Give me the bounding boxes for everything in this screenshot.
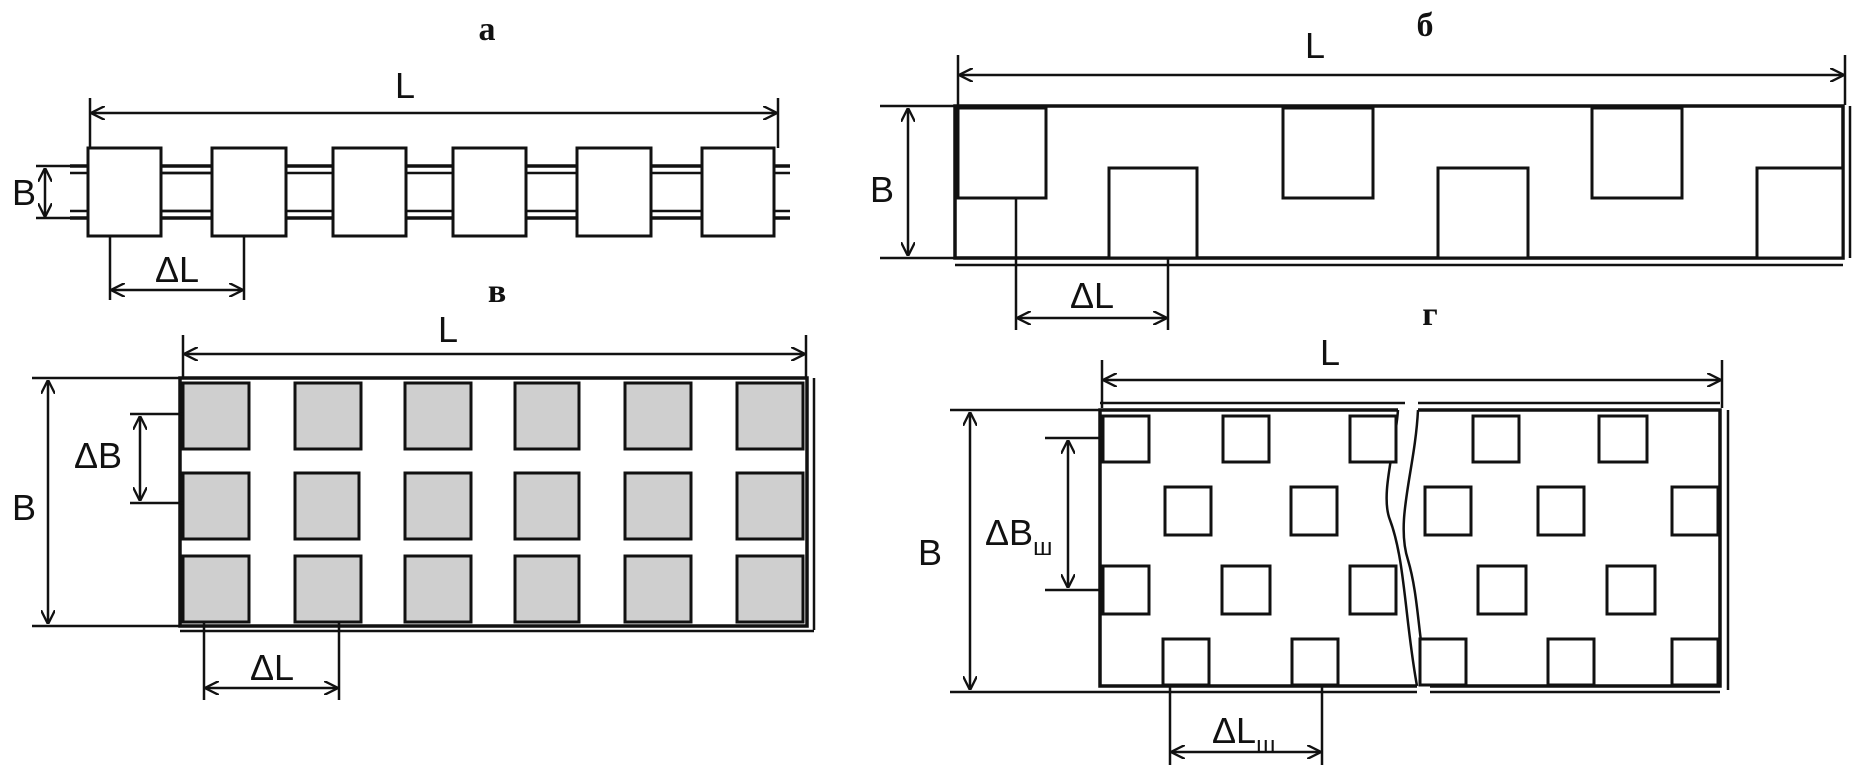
panel-g-pad	[1221, 414, 1271, 464]
panel-g-step-main: ΔL	[1212, 710, 1256, 751]
panel-a-pad	[700, 146, 776, 238]
panel-g-pad	[1546, 637, 1596, 687]
panel-b-step-label: ΔL	[1070, 275, 1114, 316]
panel-g-pad	[1348, 414, 1398, 464]
panel-a-pad	[451, 146, 528, 238]
panel-g-pad	[1348, 564, 1398, 616]
panel-a-pad	[210, 146, 288, 238]
panel-v-strip	[178, 376, 809, 628]
panel-g-pad	[1289, 485, 1339, 537]
panel-a-width-label: B	[12, 172, 36, 213]
panel-b-pad	[1281, 106, 1375, 200]
panel-v-row-step-label: ΔB	[74, 435, 122, 476]
panel-v-pad	[735, 471, 805, 541]
panel-v-pad	[403, 381, 473, 451]
panel-v-pad	[513, 381, 581, 451]
panel-v-pad	[513, 554, 581, 624]
panel-g-pad	[1476, 564, 1528, 616]
panel-a-pad	[575, 146, 653, 238]
panel-v-pad	[735, 381, 805, 451]
panel-g-width-label: B	[918, 532, 942, 573]
panel-b-pad	[1436, 166, 1530, 260]
panel-v: в L	[12, 273, 816, 700]
panel-v-pad	[735, 554, 805, 624]
panel-v-pad	[623, 381, 693, 451]
panel-b-strip	[953, 104, 1845, 260]
panel-v-length-label: L	[438, 309, 458, 350]
panel-g-row-step-main: ΔB	[985, 512, 1033, 553]
panel-g-pad	[1423, 485, 1473, 537]
panel-v-pad	[181, 554, 251, 624]
panel-v-pad	[623, 554, 693, 624]
panel-b-pads	[956, 106, 1845, 260]
panel-a-step-label: ΔL	[155, 249, 199, 290]
panel-g-pad	[1220, 564, 1272, 616]
panel-g-pad	[1163, 485, 1213, 537]
panel-b-pad	[956, 106, 1048, 200]
panel-v-pad	[293, 471, 361, 541]
panel-a-pad	[86, 146, 163, 238]
panel-a: а L B ΔL	[12, 11, 790, 300]
panel-b-pad	[1755, 166, 1845, 260]
panel-g-pad	[1597, 414, 1649, 464]
panel-v-pad	[181, 471, 251, 541]
panel-b-pad	[1590, 106, 1684, 200]
panel-b-width-label: B	[870, 169, 894, 210]
panel-b-letter: б	[1417, 7, 1434, 44]
panel-g-step-sub: ш	[1256, 732, 1275, 759]
panel-g-pad	[1290, 637, 1340, 687]
panel-g-step-label: ΔLш	[1212, 710, 1275, 759]
panel-v-width-label: B	[12, 487, 36, 528]
panel-a-length-label: L	[395, 65, 415, 106]
panel-b-length-label: L	[1305, 25, 1325, 66]
panel-g-row-step-sub: ш	[1033, 534, 1052, 561]
panel-v-pad	[403, 471, 473, 541]
panel-v-pad	[293, 381, 363, 451]
panel-g-pad	[1605, 564, 1657, 616]
panel-v-pad	[181, 381, 251, 451]
panel-a-pads	[86, 146, 776, 238]
panel-v-letter: в	[488, 273, 506, 310]
panel-g: г L	[918, 296, 1730, 765]
panel-v-pad	[623, 471, 693, 541]
panel-g-pad	[1670, 637, 1720, 687]
panel-v-step-label: ΔL	[250, 647, 294, 688]
panel-g-length-label: L	[1320, 332, 1340, 373]
panel-g-pad	[1536, 485, 1586, 537]
panel-a-pad	[331, 146, 408, 238]
panel-g-pad	[1101, 564, 1151, 616]
panel-g-row-step-label: ΔBш	[985, 512, 1052, 561]
panel-a-letter: а	[479, 11, 496, 48]
panel-g-pad	[1101, 414, 1151, 464]
panel-b-pad	[1107, 166, 1199, 260]
panel-g-pad	[1471, 414, 1521, 464]
panel-v-pads	[181, 381, 805, 624]
panel-g-pad	[1161, 637, 1211, 687]
panel-g-letter: г	[1422, 296, 1437, 333]
panel-v-pad	[513, 471, 581, 541]
panel-g-pads	[1101, 414, 1720, 687]
panel-g-strip-left	[1098, 408, 1417, 688]
panel-v-pad	[293, 554, 363, 624]
panel-g-pad	[1670, 485, 1720, 537]
panel-v-pad	[403, 554, 473, 624]
panel-b: б L B ΔL	[870, 7, 1852, 330]
panel-g-pad	[1418, 637, 1468, 687]
